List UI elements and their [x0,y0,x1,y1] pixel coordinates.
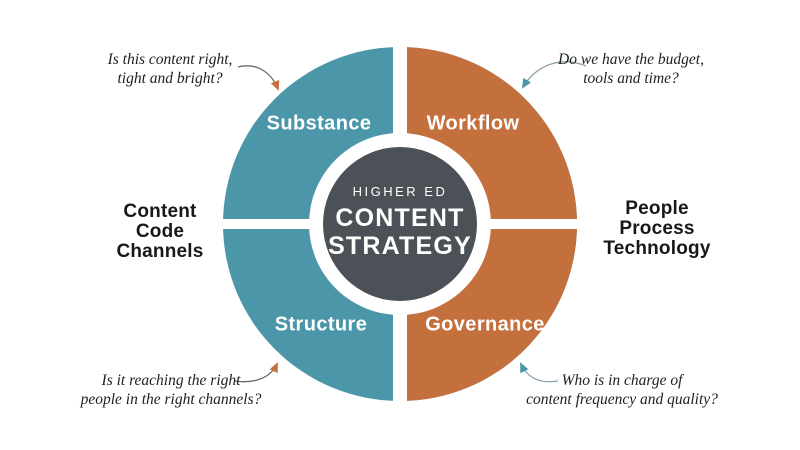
annotation-governance: Who is in charge of content frequency an… [526,371,718,409]
right-side-label: People Process Technology [603,199,710,259]
left-side-label-line2: Code [135,221,185,242]
annotation-governance-line2: content frequency and quality? [526,391,718,408]
quadrant-label-structure: Structure [274,313,368,336]
annotation-workflow-line2: tools and time? [583,70,679,87]
annotation-substance-line2: tight and bright? [117,70,223,87]
annotation-workflow-line1: Do we have the budget, [558,51,704,68]
left-side-label-line3: Channels [116,241,204,262]
annotation-substance: Is this content right, tight and bright? [108,50,233,88]
right-side-label-line2: Process [619,218,695,239]
quadrant-label-substance: Substance [266,112,372,135]
annotation-substance-line1: Is this content right, [107,51,233,68]
annotation-structure-line1: Is it reaching the right [101,372,241,389]
left-side-label-line1: Content [123,201,197,222]
workflow-annotation-arrow [521,61,587,89]
center-title-group: HIGHER ED CONTENT STRATEGY [328,184,472,260]
structure-annotation-arrow [233,362,278,383]
quadrant-label-workflow: Workflow [426,112,520,135]
substance-annotation-arrow [237,65,280,91]
center-title-line1: CONTENT [335,204,465,232]
center-kicker: HIGHER ED [352,184,448,199]
annotation-structure-line2: people in the right channels? [80,391,262,408]
right-side-label-line3: Technology [603,238,711,259]
center-title-line2: STRATEGY [328,232,472,260]
annotation-governance-line1: Who is in charge of [561,372,683,389]
quadrant-label-governance: Governance [425,313,545,336]
governance-annotation-arrow [520,362,559,383]
annotation-workflow: Do we have the budget, tools and time? [558,50,704,88]
center-circle-shape [323,147,477,301]
annotation-structure: Is it reaching the right people in the r… [81,371,262,409]
right-side-label-line1: People [625,198,689,219]
left-side-label: Content Code Channels [116,202,203,262]
